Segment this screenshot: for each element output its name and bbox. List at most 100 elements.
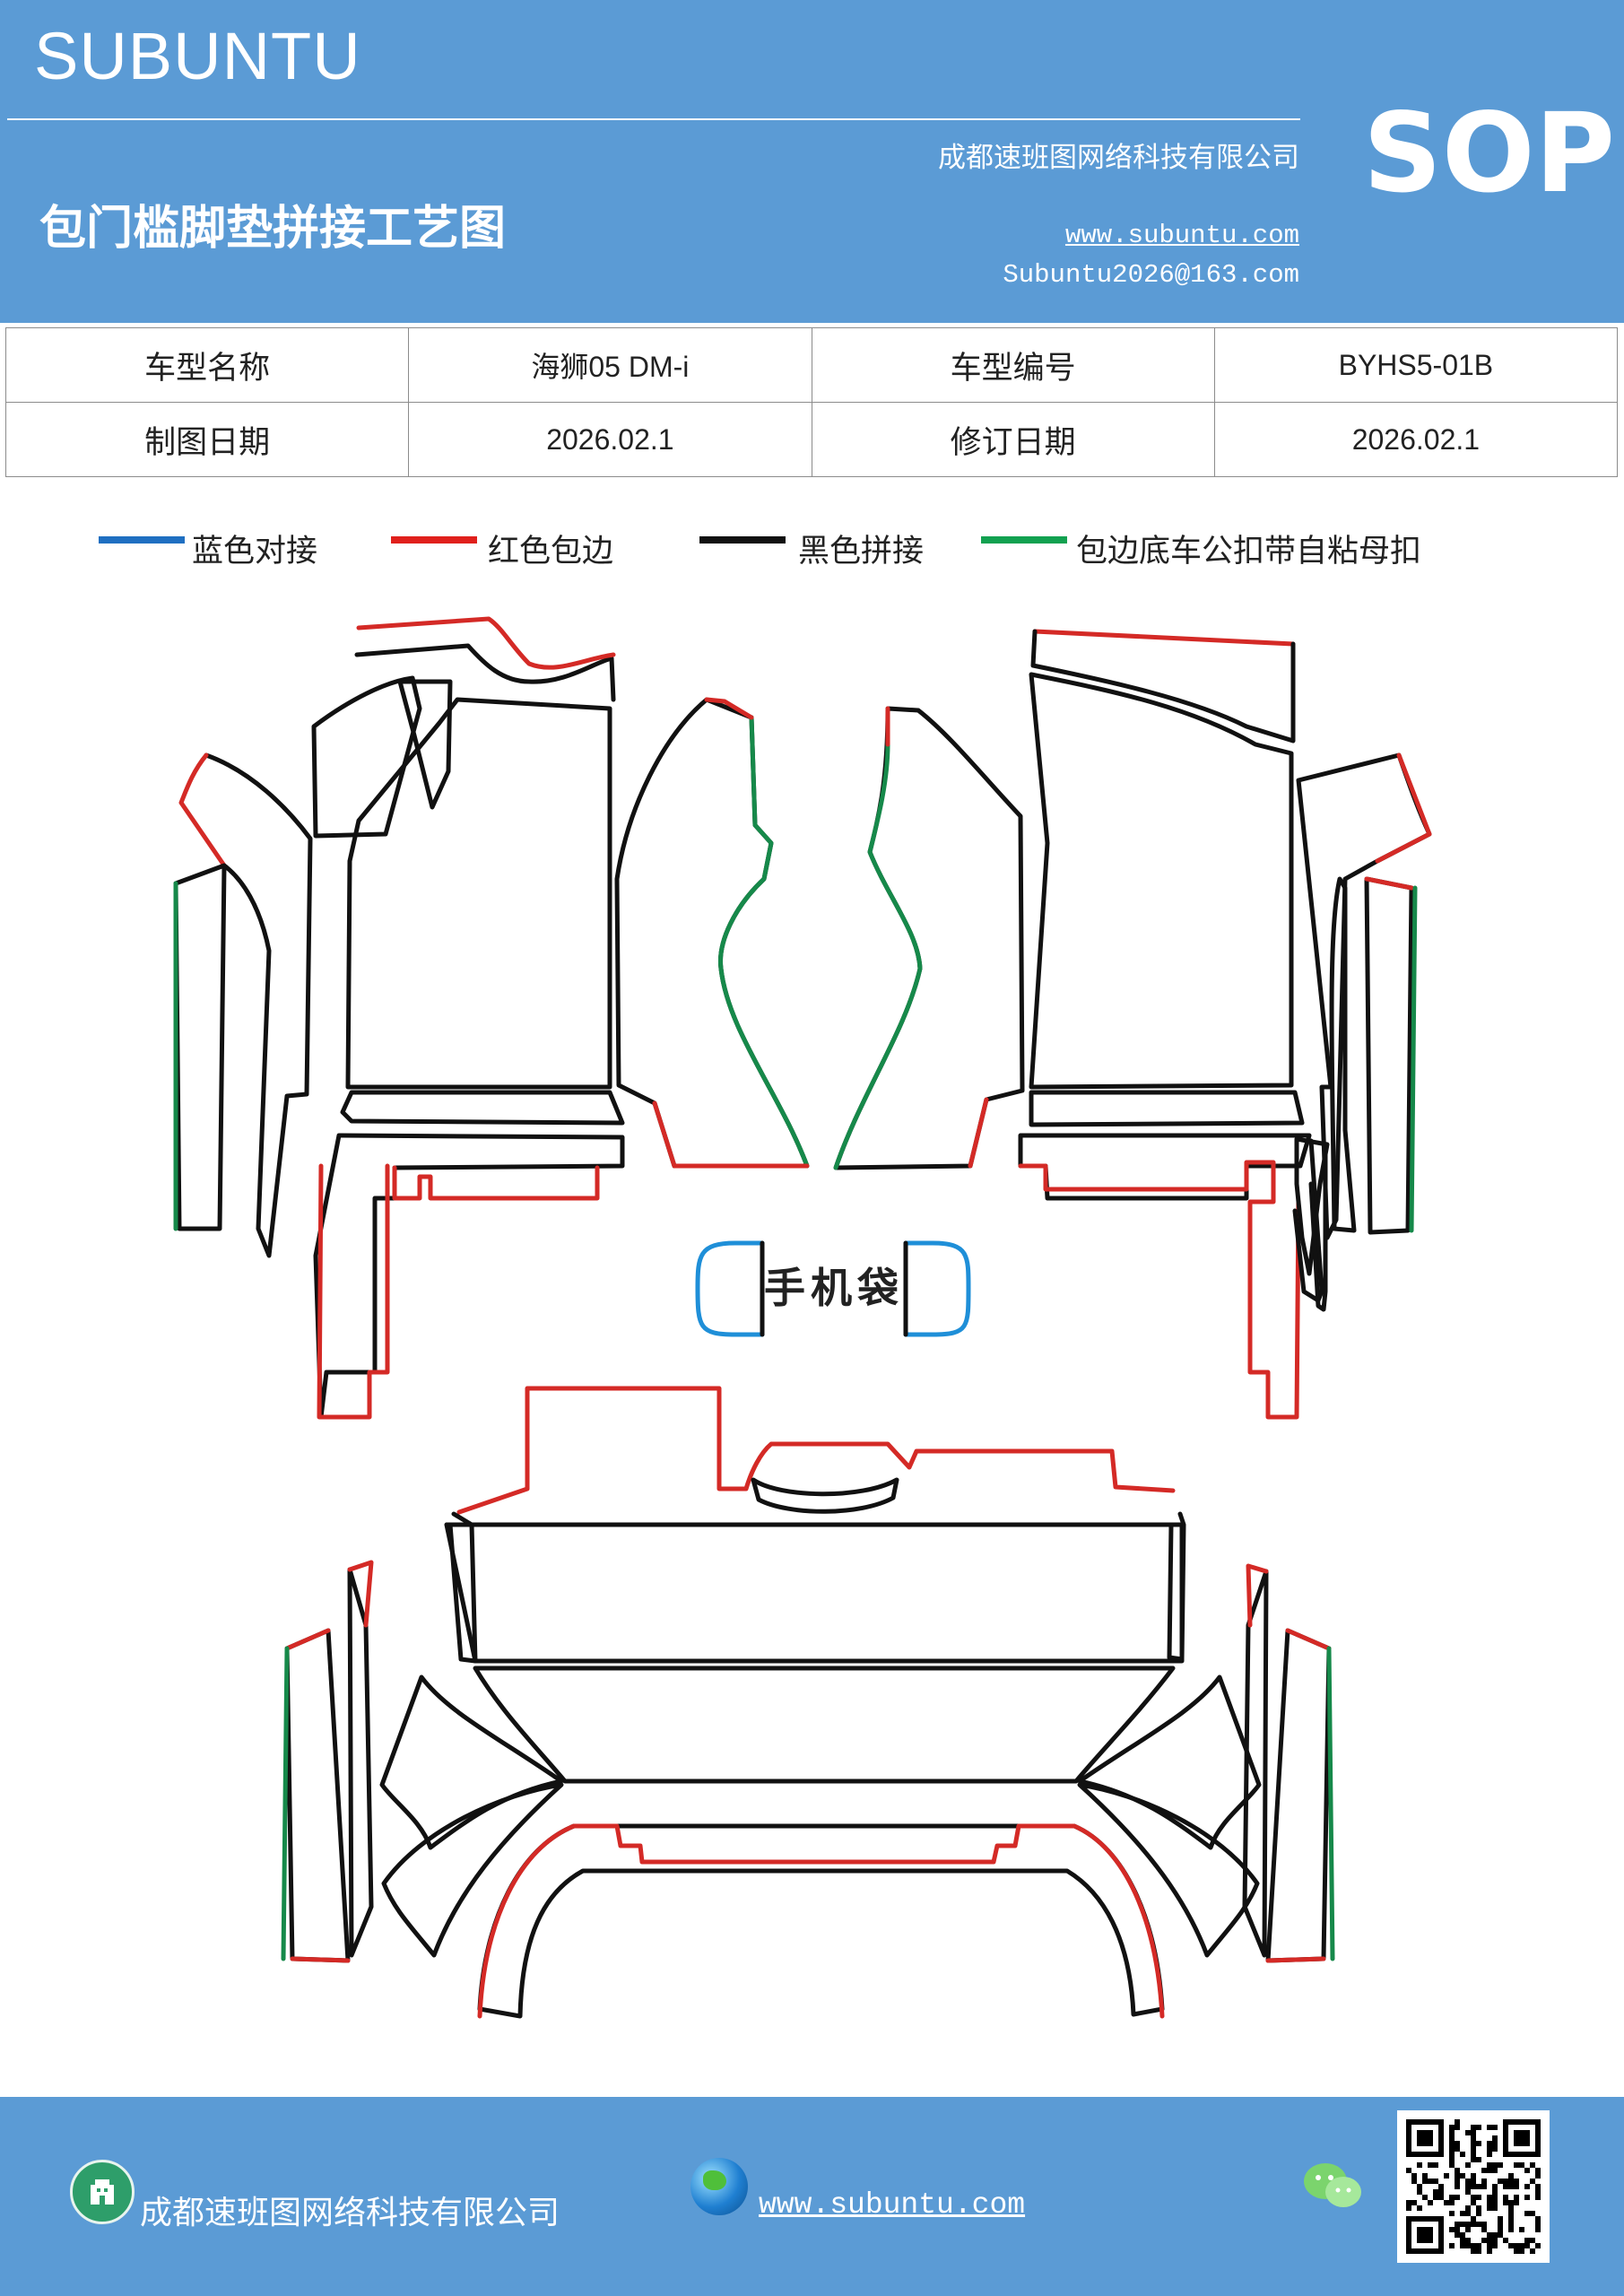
qr-module [1492, 2184, 1498, 2189]
qr-module [1471, 2200, 1476, 2205]
qr-module [1449, 2130, 1455, 2135]
qr-module [1465, 2211, 1471, 2216]
qr-module [1471, 2157, 1476, 2162]
qr-module [1535, 2222, 1541, 2227]
mat-edge-red [477, 1823, 1165, 2019]
draw-date-value: 2026.02.1 [408, 402, 812, 477]
qr-module [1433, 2189, 1438, 2195]
qr-module [1535, 2216, 1541, 2222]
qr-module [1492, 2162, 1498, 2168]
header-website-link[interactable]: www.subuntu.com [1064, 221, 1299, 250]
qr-module [1471, 2135, 1476, 2141]
qr-module [1481, 2179, 1487, 2184]
qr-module [1498, 2222, 1503, 2227]
qr-module [1514, 2200, 1519, 2205]
mat-edge-red [356, 616, 616, 670]
legend-swatch [99, 536, 185, 544]
mat-edge-red [1375, 752, 1432, 864]
mat-piece [311, 675, 422, 839]
qr-module [1487, 2162, 1492, 2168]
qr-module [1471, 2141, 1476, 2146]
mat-piece [1029, 1090, 1305, 1127]
qr-module [1476, 2184, 1481, 2189]
mat-piece [614, 697, 810, 1169]
qr-module [1519, 2162, 1524, 2168]
qr-module [1503, 2200, 1508, 2205]
qr-module [1406, 2168, 1411, 2173]
qr-module [1476, 2195, 1481, 2200]
qr-module [1471, 2248, 1476, 2254]
mat-piece [477, 1823, 1165, 2019]
qr-module [1535, 2168, 1541, 2173]
mat-piece [1029, 672, 1294, 1090]
header-divider [7, 118, 1300, 120]
mat-edge-red [178, 752, 227, 868]
globe-icon [690, 2158, 748, 2215]
legend-swatch [391, 536, 477, 544]
vehicle-info-table: 车型名称 海狮05 DM-i 车型编号 BYHS5-01B 制图日期 2026.… [4, 327, 1619, 477]
qr-module [1471, 2243, 1476, 2248]
qr-module [1422, 2195, 1428, 2200]
qr-module [1530, 2211, 1535, 2216]
mat-edge-green [281, 1646, 290, 1961]
qr-module [1476, 2222, 1481, 2227]
mat-piece [313, 1133, 625, 1420]
qr-module [1449, 2243, 1455, 2248]
qr-module [1487, 2238, 1492, 2243]
mat-piece [751, 1477, 899, 1514]
qr-module [1444, 2200, 1449, 2205]
qr-module [1465, 2189, 1471, 2195]
qr-module [1411, 2179, 1417, 2184]
qr-module [1471, 2222, 1476, 2227]
qr-module [1481, 2168, 1487, 2173]
qr-module [1530, 2238, 1535, 2243]
qr-module [1492, 2168, 1498, 2173]
qr-module [1508, 2179, 1514, 2184]
draw-date-label: 制图日期 [4, 402, 410, 477]
footer-banner: 成都速班图网络科技有限公司 www.subuntu.com [0, 2097, 1624, 2296]
qr-module [1498, 2232, 1503, 2238]
qr-module [1476, 2205, 1481, 2211]
mat-piece [204, 752, 313, 1258]
qr-module [1498, 2162, 1503, 2168]
qr-module [1514, 2179, 1519, 2184]
qr-module [1530, 2162, 1535, 2168]
qr-module [1460, 2222, 1465, 2227]
qr-module [1508, 2222, 1514, 2227]
mat-edge-red [456, 1386, 1176, 1515]
qr-module [1449, 2157, 1455, 2162]
qr-module [1503, 2238, 1508, 2243]
qr-module [1460, 2243, 1465, 2248]
qr-module [1487, 2205, 1492, 2211]
qr-module [1455, 2179, 1460, 2184]
qr-module [1487, 2200, 1492, 2205]
qr-module [1460, 2173, 1465, 2179]
footer-website-link[interactable]: www.subuntu.com [759, 2188, 1026, 2222]
mat-edge-red [1246, 1563, 1269, 1628]
qr-module [1503, 2184, 1508, 2189]
legend-swatch [981, 536, 1067, 544]
mat-piece [1077, 1674, 1262, 1850]
qr-module [1460, 2232, 1465, 2238]
qr-module [1508, 2205, 1514, 2211]
qr-module [1498, 2227, 1503, 2232]
table-row: 车型名称 海狮05 DM-i 车型编号 BYHS5-01B [4, 327, 1619, 403]
mat-piece [444, 1522, 1185, 1664]
qr-module [1465, 2162, 1471, 2168]
wechat-icon[interactable] [1302, 2160, 1365, 2213]
qr-module [1449, 2135, 1455, 2141]
mat-edge-red [652, 1100, 810, 1169]
qr-module [1508, 2227, 1514, 2232]
qr-finder [1417, 2227, 1433, 2243]
revise-date-label: 修订日期 [811, 402, 1215, 477]
mat-piece [1308, 1142, 1328, 1312]
qr-module [1487, 2248, 1492, 2254]
qr-module [1471, 2152, 1476, 2157]
qr-module [1524, 2211, 1530, 2216]
mat-piece [1167, 1511, 1186, 1662]
qr-module [1492, 2243, 1498, 2248]
qr-module [1449, 2200, 1455, 2205]
qr-module [1449, 2195, 1455, 2200]
mat-edge-red [1364, 876, 1414, 891]
qr-module [1455, 2119, 1460, 2125]
